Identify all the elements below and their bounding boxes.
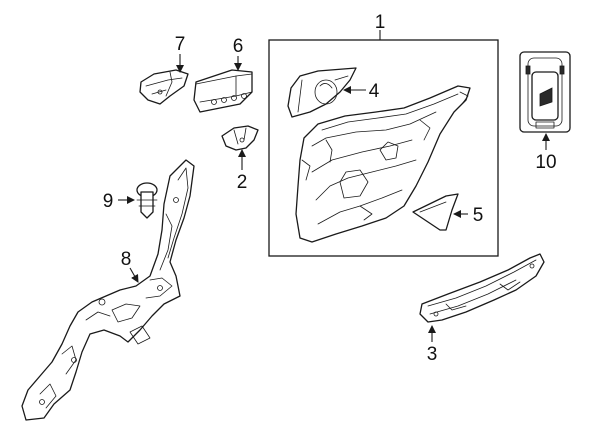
callout-7: 7: [175, 34, 186, 55]
part-5-corner-trim[interactable]: [412, 193, 459, 231]
callout-3: 3: [427, 344, 438, 365]
part-7-bracket[interactable]: [139, 69, 189, 105]
part-1-quarter-trim-panel[interactable]: [295, 85, 471, 243]
part-4-trim-cover[interactable]: [287, 67, 357, 118]
callout-6: 6: [233, 36, 244, 57]
callout-9: 9: [103, 191, 114, 212]
part-8-pillar-reinforcement[interactable]: [21, 159, 195, 421]
part-3-sill-trim[interactable]: [419, 253, 545, 323]
callout-10: 10: [535, 152, 556, 173]
callout-1: 1: [375, 12, 386, 33]
callout-2: 2: [237, 172, 248, 193]
callout-4: 4: [369, 81, 380, 102]
part-6-support-block[interactable]: [193, 69, 253, 113]
part-9-push-clip[interactable]: [136, 182, 158, 219]
part-2-clip[interactable]: [221, 125, 259, 151]
callout-8: 8: [121, 249, 132, 270]
part-1-group-frame: [268, 39, 499, 257]
callout-5: 5: [473, 205, 484, 226]
part-10-window-switch[interactable]: [519, 51, 571, 133]
